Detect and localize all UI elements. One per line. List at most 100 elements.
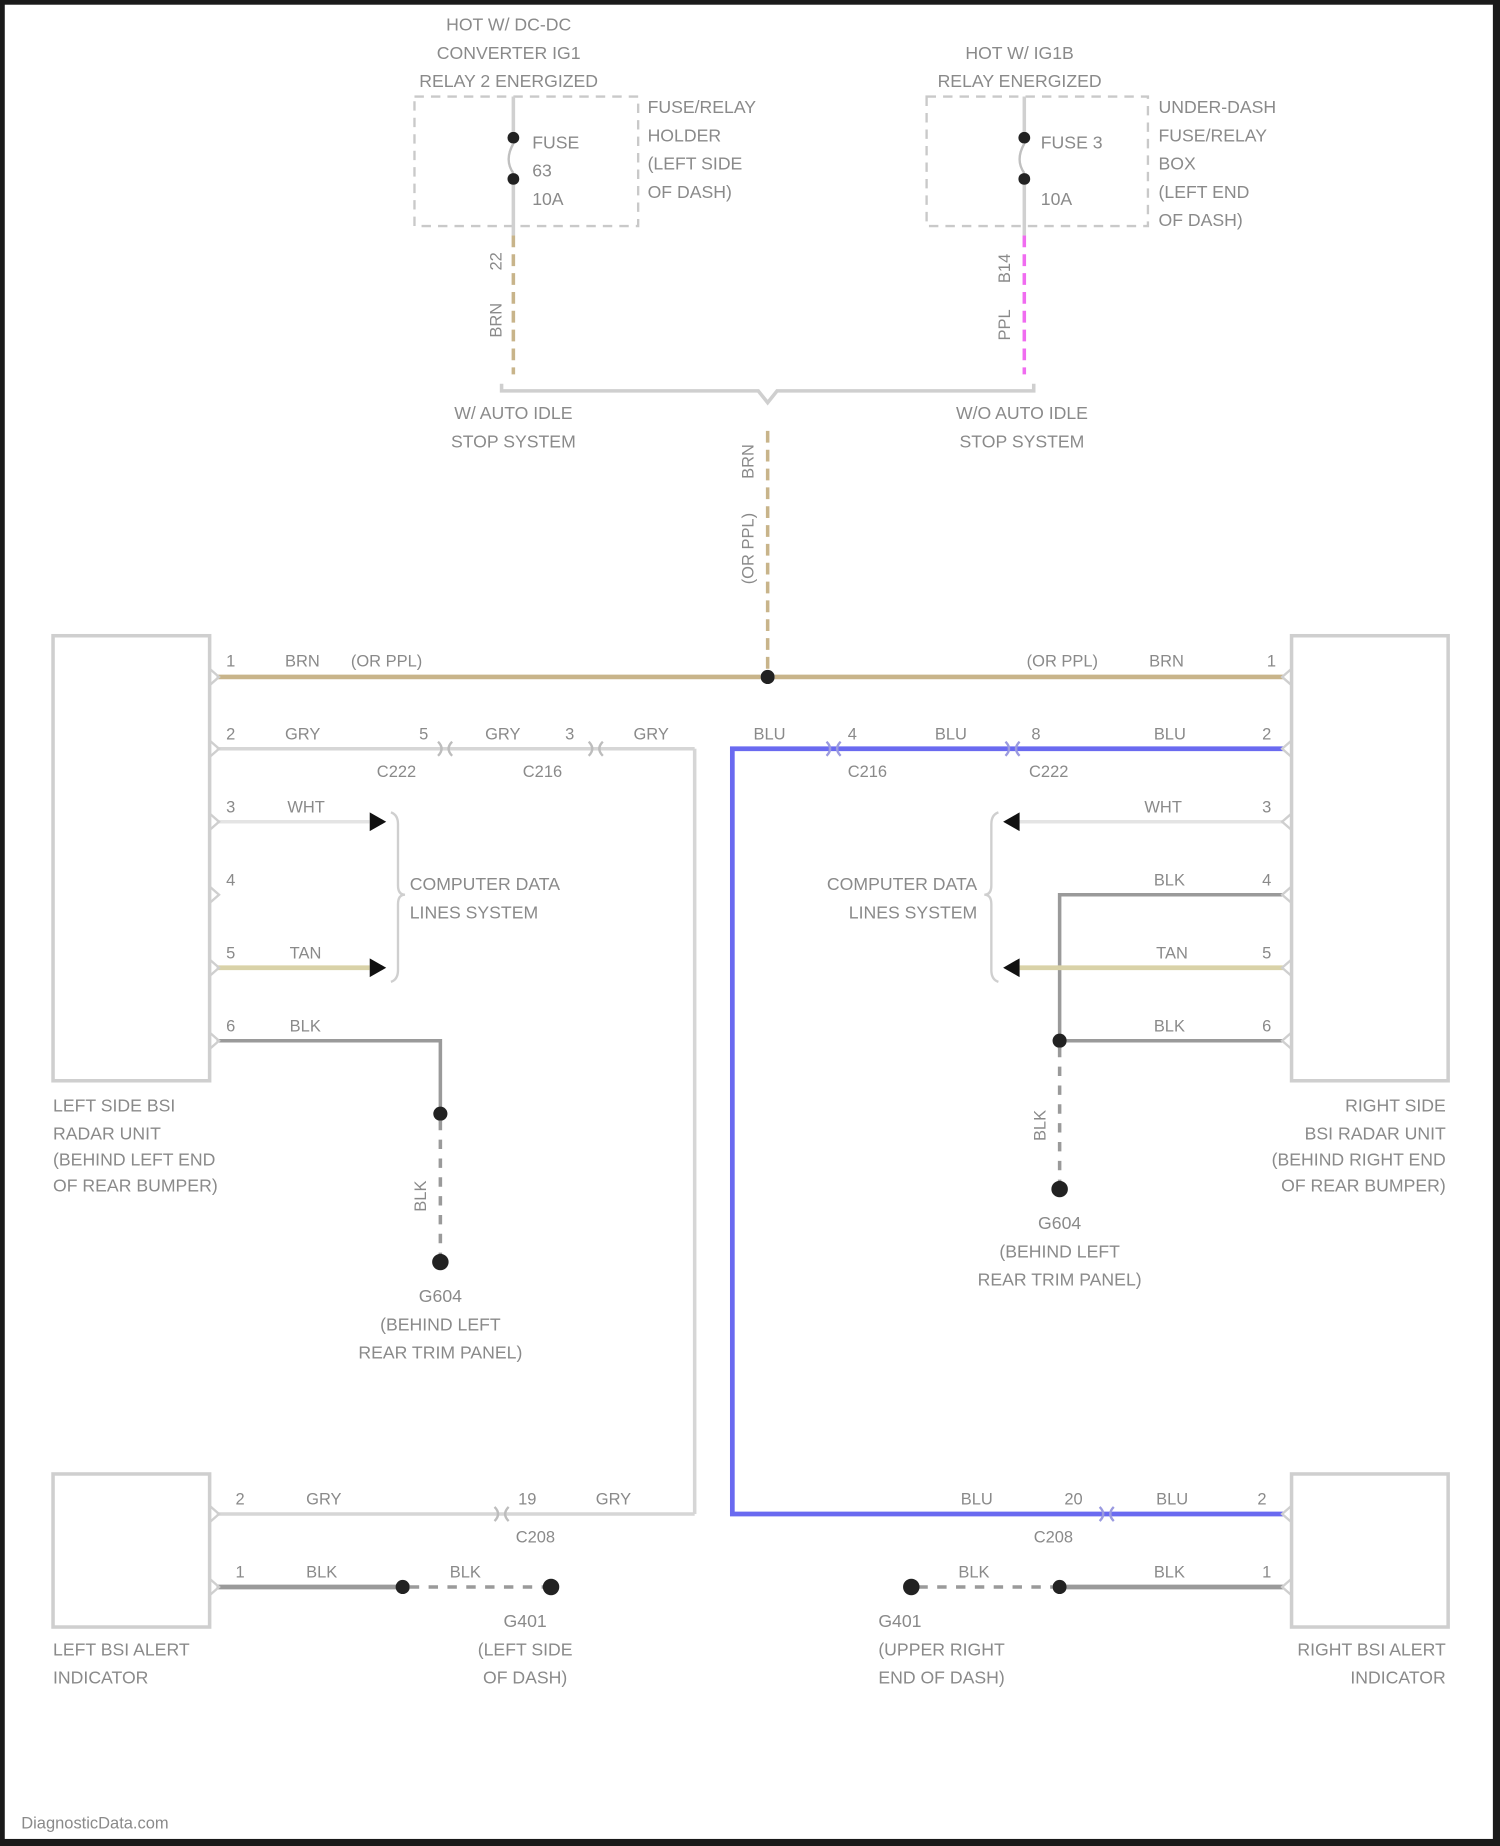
left-indicator-ground-loc2: OF DASH) (483, 1668, 567, 1688)
fuse2-location-line4: (LEFT END (1159, 182, 1250, 202)
right-ground-loc2: REAR TRIM PANEL) (978, 1270, 1142, 1290)
wire-blk-left[interactable] (216, 1038, 443, 1112)
c222-left-pin: 5 (419, 725, 428, 743)
right-pin5: 5 (1262, 944, 1271, 962)
c208-left-name: C208 (516, 1528, 555, 1546)
fuse-3-group: HOT W/ IG1B RELAY ENERGIZED FUSE 3 10A U… (925, 43, 1276, 375)
fuse-terminal-bottom (507, 173, 520, 185)
c208-right-left-wire: BLU (961, 1491, 993, 1509)
left-indicator-pin1: 1 (236, 1564, 245, 1582)
diagram-canvas (4, 4, 1493, 1839)
connector-c216-icon (825, 740, 842, 757)
data-lines-brace-right (984, 811, 999, 983)
c216-left-pin: 3 (565, 725, 574, 743)
fuse1-location-line1: FUSE/RELAY (648, 97, 757, 117)
fuse1-location-line3: (LEFT SIDE (648, 154, 743, 174)
option-left-line2: STOP SYSTEM (451, 431, 576, 451)
connector-c222-icon (437, 740, 454, 757)
right-unit-name-line4: OF REAR BUMPER) (1281, 1175, 1446, 1195)
fuse2-location-line3: BOX (1159, 154, 1196, 174)
right-indicator-ground-wire: BLK (958, 1564, 989, 1582)
data-lines-left-line2: LINES SYSTEM (410, 902, 538, 922)
fuse2-wire-color: PPL (996, 309, 1014, 340)
watermark: DiagnosticData.com (21, 1814, 168, 1832)
fuse1-location-line2: HOLDER (648, 125, 722, 145)
data-lines-right-line2: LINES SYSTEM (849, 902, 977, 922)
right-pin1: 1 (1267, 652, 1276, 670)
left-ground-loc1: (BEHIND LEFT (380, 1314, 501, 1334)
ground-g604-right-icon (1051, 1180, 1068, 1198)
c222-right-pin: 8 (1031, 725, 1040, 743)
left-pin6: 6 (226, 1017, 235, 1035)
blu-left-label: BLU (754, 725, 786, 743)
fuse2-location-line5: OF DASH) (1159, 210, 1243, 230)
left-pin1-wire: BRN (285, 652, 320, 670)
left-pin1-alt: (OR PPL) (351, 652, 422, 670)
right-radar-unit-box[interactable] (1289, 633, 1450, 1083)
right-pin5-wire: TAN (1156, 944, 1188, 962)
left-indicator-ground-wire: BLK (450, 1564, 481, 1582)
splice-blk-left (433, 1106, 448, 1121)
left-unit-name-line4: OF REAR BUMPER) (53, 1175, 218, 1195)
c222-left-name: C222 (377, 763, 416, 781)
right-indicator-ground-loc2: END OF DASH) (878, 1668, 1004, 1688)
fuse1-wire-color: BRN (488, 303, 506, 338)
splice-blk-right (1052, 1033, 1067, 1048)
option-left-line1: W/ AUTO IDLE (454, 403, 573, 423)
right-indicator-box[interactable] (1289, 1472, 1450, 1629)
right-indicator-name-line2: INDICATOR (1350, 1668, 1445, 1688)
fuse1-source-line2: CONVERTER IG1 (437, 43, 581, 63)
c216-right-pin: 4 (848, 725, 857, 743)
fuse-63-group: HOT W/ DC-DC CONVERTER IG1 RELAY 2 ENERG… (413, 15, 757, 375)
left-ground-loc2: REAR TRIM PANEL) (358, 1343, 522, 1363)
c208-left-pin: 19 (518, 1491, 536, 1509)
left-pin5-wire: TAN (290, 944, 322, 962)
wire-blk-right-pin4[interactable] (1057, 892, 1284, 1039)
splice-brn (760, 669, 775, 685)
connector-c208-icon (493, 1506, 510, 1522)
fuse2-terminal-bottom (1018, 173, 1031, 185)
right-pin1-alt: (OR PPL) (1027, 652, 1098, 670)
left-indicator-ground-name: G401 (504, 1611, 547, 1631)
fuse1-location-line4: OF DASH) (648, 182, 732, 202)
connector-c208-icon (1098, 1506, 1115, 1522)
fuse2-source-line1: HOT W/ IG1B (965, 43, 1073, 63)
fuse1-source-line1: HOT W/ DC-DC (446, 15, 571, 35)
fuse2-pin: B14 (996, 254, 1014, 283)
left-bsi-radar-unit[interactable]: LEFT SIDE BSI RADAR UNIT (BEHIND LEFT EN… (51, 633, 218, 1196)
left-pin1: 1 (226, 652, 235, 670)
left-indicator-pin2: 2 (236, 1491, 245, 1509)
c216-left-name: C216 (523, 763, 562, 781)
c208-right-name: C208 (1034, 1528, 1073, 1546)
fuse1-rating: 10A (532, 189, 564, 209)
right-pin6-wire: BLK (1154, 1017, 1185, 1035)
left-pin2-wire: GRY (285, 725, 320, 743)
left-ground-name: G604 (419, 1286, 462, 1306)
option-brace: W/ AUTO IDLE STOP SYSTEM W/O AUTO IDLE S… (451, 383, 1088, 685)
right-unit-name-line2: BSI RADAR UNIT (1305, 1124, 1446, 1144)
right-pin6: 6 (1262, 1017, 1271, 1035)
left-radar-unit-box[interactable] (51, 633, 212, 1083)
ground-g401-left-icon (542, 1578, 560, 1596)
c222-right-name: C222 (1029, 763, 1068, 781)
left-indicator-box[interactable] (51, 1472, 212, 1629)
fuse2-source-line2: RELAY ENERGIZED (938, 71, 1102, 91)
left-pin4: 4 (226, 871, 235, 889)
fuse1-label: FUSE (532, 132, 579, 152)
arrow-right-icon (369, 812, 387, 832)
trunk-wire-alt: (OR PPL) (740, 513, 758, 584)
fuse1-number: 63 (532, 161, 552, 181)
right-ground-name: G604 (1038, 1213, 1081, 1233)
fuse2-rating: 10A (1041, 189, 1073, 209)
data-lines-left-line1: COMPUTER DATA (410, 874, 561, 894)
right-bsi-alert-indicator[interactable]: RIGHT BSI ALERT INDICATOR (1289, 1472, 1450, 1688)
arrow-right-icon (369, 958, 387, 978)
left-pin5: 5 (226, 944, 235, 962)
left-unit-name-line2: RADAR UNIT (53, 1124, 161, 1144)
right-indicator-ground-name: G401 (878, 1611, 921, 1631)
left-bsi-alert-indicator[interactable]: LEFT BSI ALERT INDICATOR (51, 1472, 212, 1688)
right-bsi-radar-unit[interactable]: RIGHT SIDE BSI RADAR UNIT (BEHIND RIGHT … (1272, 633, 1450, 1196)
right-indicator-pin2: 2 (1257, 1491, 1266, 1509)
